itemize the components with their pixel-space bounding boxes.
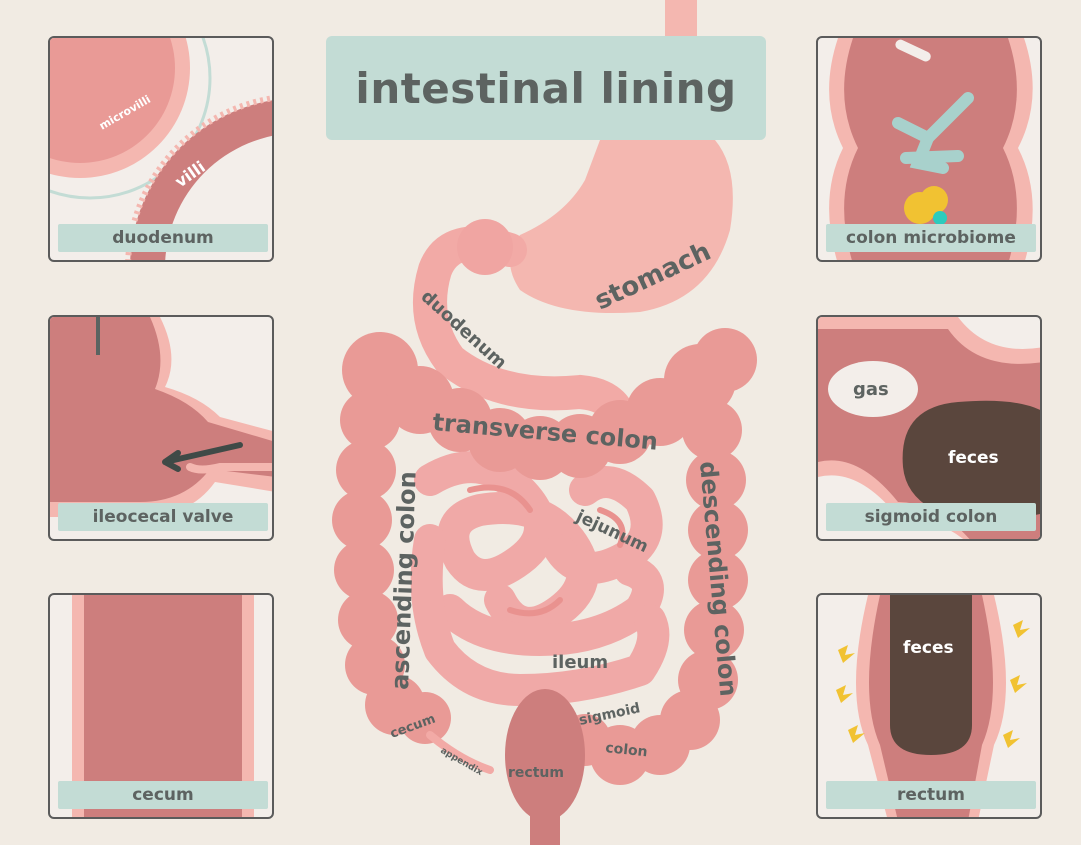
feces-mass bbox=[890, 595, 972, 755]
panel-colon-microbiome: colon microbiome bbox=[816, 36, 1042, 262]
ascending-colon-label: ascending colon bbox=[386, 471, 422, 690]
duodenal-bulb bbox=[457, 219, 513, 275]
rectum-label: rectum bbox=[508, 765, 564, 781]
panel-duodenum: microvilli villi duodenum bbox=[48, 36, 274, 262]
panel-ileocecal-valve: ileocecal valve bbox=[48, 315, 274, 541]
sigmoid-colon-label-line1: sigmoid bbox=[578, 700, 642, 729]
panel-label-cecum: cecum bbox=[58, 781, 268, 809]
panel-label-duodenum: duodenum bbox=[58, 224, 268, 252]
panel-label-ileocecal-valve: ileocecal valve bbox=[58, 503, 268, 531]
ileum-label: ileum bbox=[552, 652, 608, 673]
small-intestine bbox=[427, 467, 654, 690]
anal-canal bbox=[530, 800, 560, 845]
title-banner: intestinal lining bbox=[326, 36, 766, 140]
panel-label-colon-microbiome: colon microbiome bbox=[826, 224, 1036, 252]
rectum-feces-label: feces bbox=[903, 638, 954, 658]
feces-label: feces bbox=[948, 448, 999, 468]
panel-cecum: cecum bbox=[48, 593, 274, 819]
gas-label: gas bbox=[853, 379, 889, 400]
panel-rectum: feces rectum bbox=[816, 593, 1042, 819]
panel-label-sigmoid-colon: sigmoid colon bbox=[826, 503, 1036, 531]
page-title: intestinal lining bbox=[355, 64, 736, 113]
panel-sigmoid-colon: gas feces sigmoid colon bbox=[816, 315, 1042, 541]
panel-label-rectum: rectum bbox=[826, 781, 1036, 809]
